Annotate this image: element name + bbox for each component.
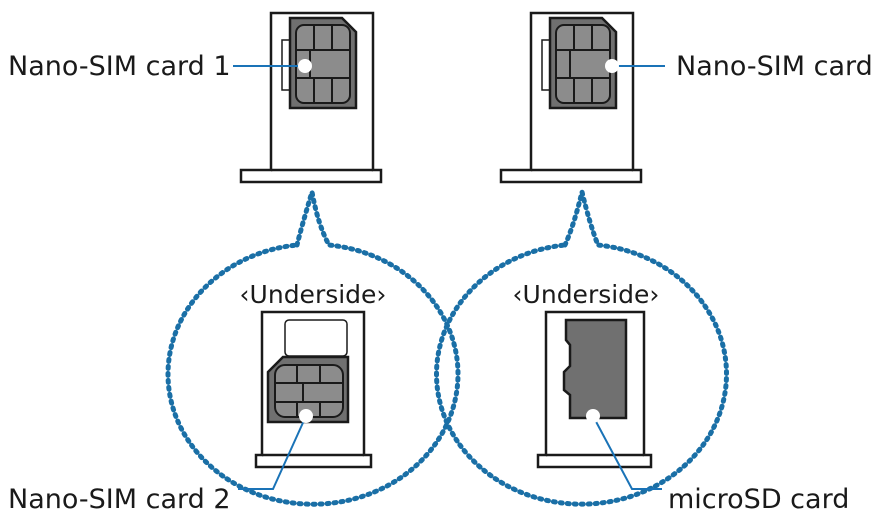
nano-sim-card-1 xyxy=(288,16,358,110)
leader-dots xyxy=(298,59,619,423)
nano-sim-card-2 xyxy=(266,355,350,424)
left-zoom-bubble xyxy=(165,191,461,507)
label-underside-right: ‹Underside› xyxy=(513,280,660,309)
label-nano-sim-card: Nano-SIM card xyxy=(676,51,872,82)
right-zoom-bubble xyxy=(434,191,729,507)
label-microsd-card: microSD card xyxy=(668,484,849,515)
leader-lines xyxy=(233,65,665,490)
label-nano-sim-card-1: Nano-SIM card 1 xyxy=(8,51,231,82)
label-nano-sim-card-2: Nano-SIM card 2 xyxy=(8,484,231,515)
label-underside-left: ‹Underside› xyxy=(240,280,387,309)
microsd-card xyxy=(562,318,628,420)
